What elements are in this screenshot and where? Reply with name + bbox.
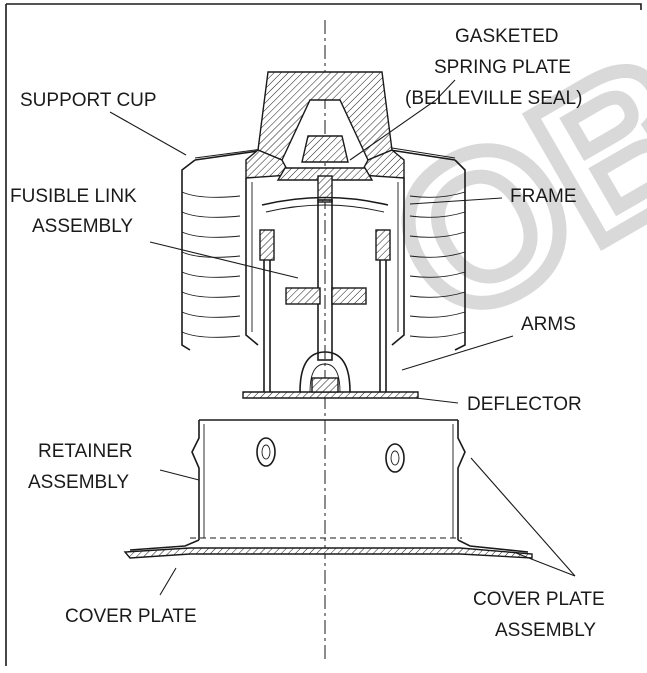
- label-belleville-seal: (BELLEVILLE SEAL): [405, 88, 582, 109]
- watermark-text: OBSO: [355, 0, 647, 369]
- label-support-cup: SUPPORT CUP: [20, 90, 157, 111]
- label-cover-plate-assembly-2: ASSEMBLY: [495, 620, 596, 641]
- support-cup: [181, 147, 466, 351]
- label-cover-plate: COVER PLATE: [65, 606, 197, 627]
- obsolete-watermark: OBSO: [348, 0, 647, 376]
- label-retainer: RETAINER: [38, 441, 133, 462]
- cover-plate: [123, 539, 533, 559]
- label-retainer-assembly: ASSEMBLY: [28, 472, 129, 493]
- spring-plate: [276, 135, 374, 203]
- label-fusible-link: FUSIBLE LINK: [10, 186, 137, 207]
- label-frame: FRAME: [510, 186, 577, 207]
- page-border: [5, 3, 642, 666]
- retainer-assembly: [190, 419, 466, 540]
- sprinkler-body: [245, 71, 405, 179]
- label-arms: ARMS: [521, 314, 576, 335]
- leader-lines: [109, 79, 576, 596]
- label-fusible-assembly: ASSEMBLY: [32, 216, 133, 237]
- fusible-link: [259, 199, 391, 361]
- arms: [263, 260, 387, 392]
- deflector: [242, 351, 419, 399]
- labels: GASKETED SPRING PLATE (BELLEVILLE SEAL) …: [10, 26, 605, 641]
- frame: [245, 178, 405, 346]
- label-gasketed: GASKETED: [455, 26, 558, 47]
- label-cover-plate-assembly-1: COVER PLATE: [473, 589, 605, 610]
- label-spring-plate: SPRING PLATE: [434, 57, 571, 78]
- label-deflector: DEFLECTOR: [467, 394, 582, 415]
